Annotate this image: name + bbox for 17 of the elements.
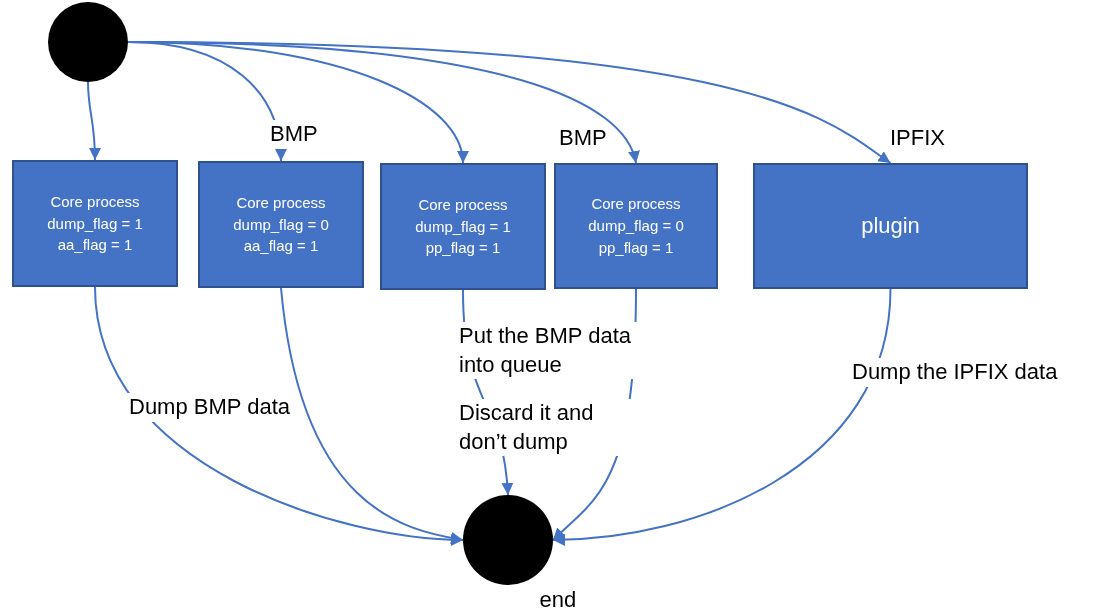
process-box: [554, 163, 718, 289]
edge-label: Dump BMP data: [127, 393, 292, 422]
edge-label: BMP: [268, 120, 320, 149]
node-text: Core process dump_flag = 0 pp_flag = 1: [587, 194, 685, 258]
process-box: [198, 161, 364, 288]
node-text: Core process dump_flag = 0 aa_flag = 1: [232, 192, 330, 257]
edge-label: Dump the IPFIX data: [850, 358, 1060, 387]
node-text: Core process dump_flag = 1 aa_flag = 1: [46, 191, 144, 256]
process-box: [380, 163, 546, 290]
arrow: [280, 287, 464, 544]
process-box: [753, 163, 1028, 289]
node-text: plugin: [860, 212, 921, 241]
arrow: [87, 81, 101, 161]
process-box: [12, 160, 178, 287]
node-text: Core process dump_flag = 1 pp_flag = 1: [414, 194, 512, 259]
node-caption: end: [539, 587, 577, 613]
arrow: [552, 288, 892, 546]
